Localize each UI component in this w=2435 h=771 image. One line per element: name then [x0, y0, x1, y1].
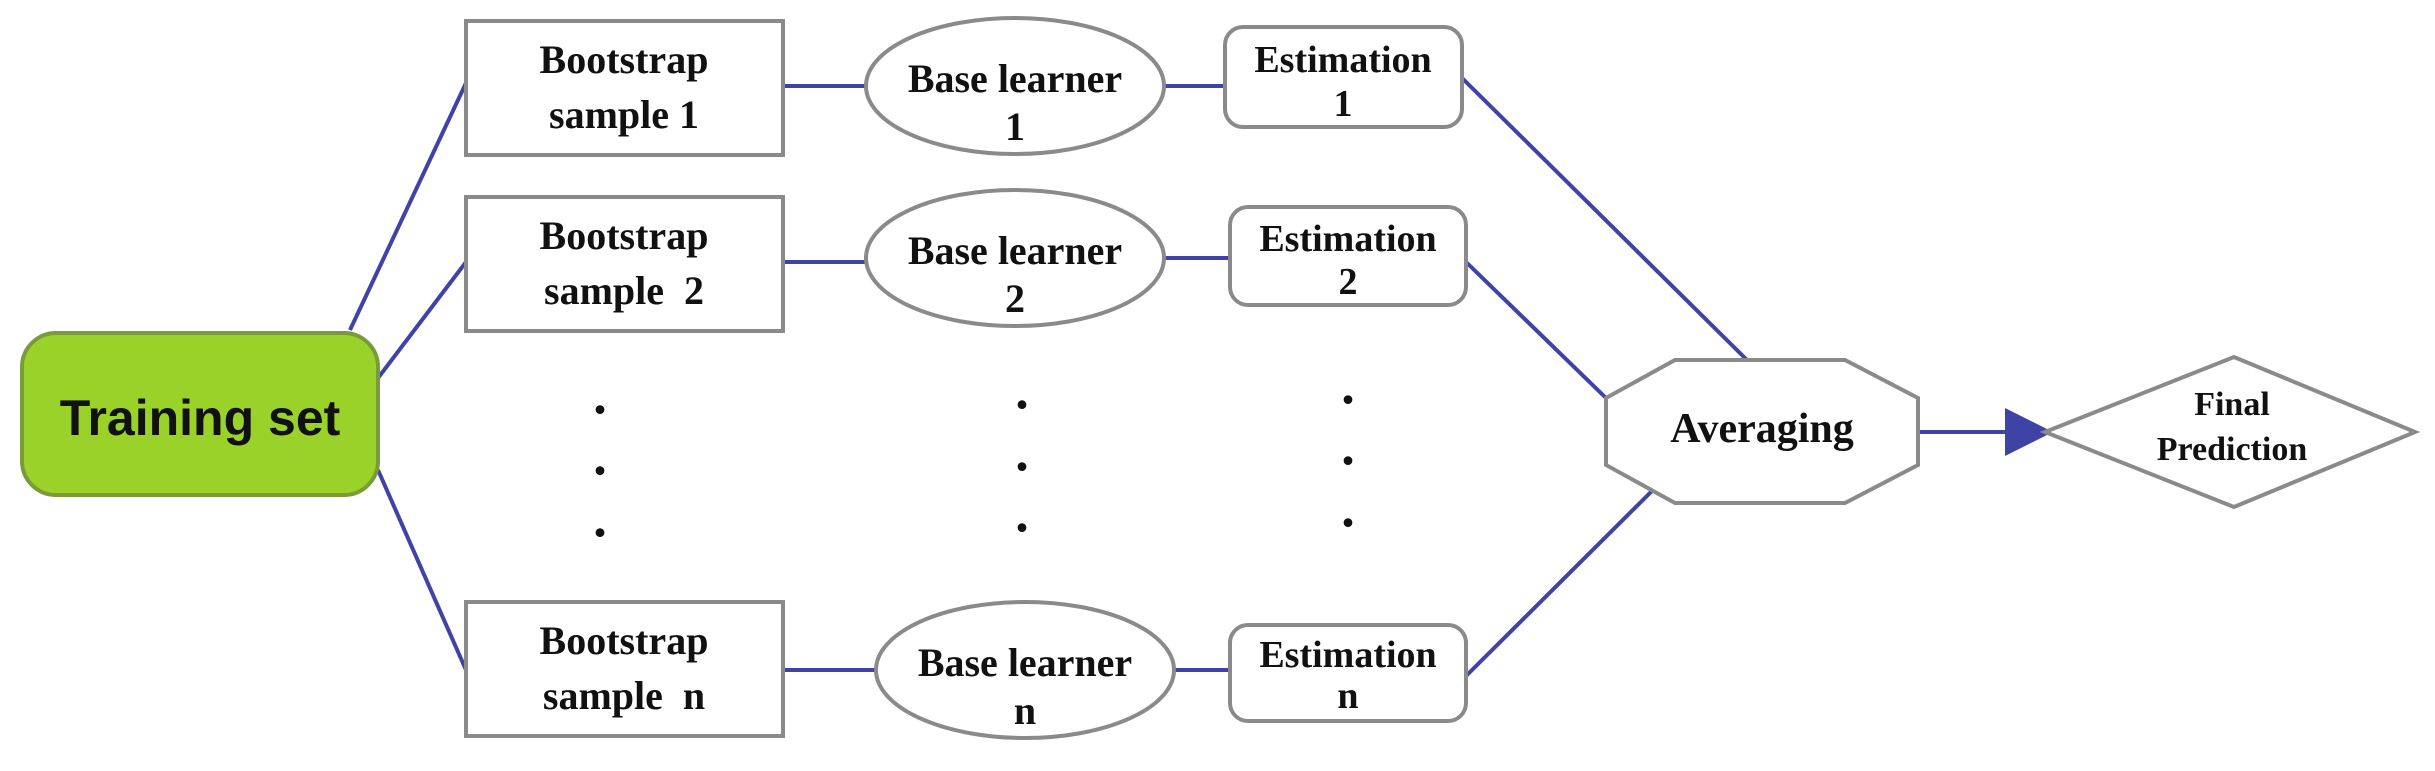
estimation-n: Estimation n: [1228, 623, 1468, 723]
bootstrap-sample-2-line2: sample 2: [544, 268, 704, 313]
bootstrap-sample-1: Bootstrap sample 1: [464, 19, 785, 157]
base-learner-1-line1: Base learner: [908, 56, 1122, 101]
base-learner-2-ellipse: [864, 188, 1166, 328]
ellipsis-dot: .: [1341, 355, 1355, 415]
bootstrap-sample-1-box: [464, 19, 785, 157]
estimation-2-line1: Estimation: [1259, 218, 1436, 260]
base-learner-n-line1: Base learner: [918, 640, 1132, 685]
connector-estimation-1-averaging: [1460, 76, 1752, 365]
connector-estimation-n-averaging: [1464, 476, 1667, 678]
estimation-1: Estimation 1: [1223, 25, 1464, 129]
bootstrap-sample-2: Bootstrap sample 2: [464, 195, 785, 333]
ellipsis-dot: .: [1015, 422, 1029, 482]
bootstrap-sample-n-box: [464, 600, 785, 738]
base-learner-n: Base learner n: [874, 600, 1176, 740]
connector-training-sample-2: [376, 260, 468, 380]
connectors: [348, 76, 2053, 678]
base-learner-2: Base learner 2: [864, 188, 1166, 328]
averaging-node: Averaging: [1604, 358, 1920, 505]
ellipsis-dot: .: [593, 426, 607, 486]
ellipsis-dot: .: [1341, 416, 1355, 476]
final-prediction-diamond: [2039, 354, 2421, 510]
ellipsis-dot: .: [593, 488, 607, 548]
estimation-2-line2: 2: [1339, 261, 1358, 303]
final-prediction-line1: Final: [2194, 386, 2270, 423]
bootstrap-sample-n: Bootstrap sample n: [464, 600, 785, 738]
bootstrap-sample-n-line2: sample n: [543, 673, 705, 718]
base-learner-1: Base learner 1: [864, 16, 1166, 156]
bootstrap-sample-2-line1: Bootstrap: [540, 213, 709, 258]
averaging-hexagon: [1604, 358, 1920, 505]
connector-training-sample-n: [376, 469, 468, 671]
training-set-node: Training set: [20, 331, 380, 497]
final-prediction-line2: Prediction: [2157, 431, 2308, 468]
training-set-label: Training set: [60, 390, 341, 446]
final-prediction-node: Final Prediction: [2039, 354, 2421, 510]
base-learner-1-line2: 1: [1005, 104, 1025, 149]
base-learner-n-ellipse: [874, 600, 1176, 740]
estimation-1-box: [1223, 25, 1464, 129]
estimation-2: Estimation 2: [1228, 205, 1468, 307]
base-learner-2-line1: Base learner: [908, 228, 1122, 273]
bootstrap-sample-2-box: [464, 195, 785, 333]
connector-estimation-2-averaging: [1464, 260, 1608, 400]
ellipsis-samples: . . .: [593, 365, 607, 548]
estimation-n-line2: n: [1337, 675, 1358, 717]
connector-training-sample-1: [348, 82, 468, 331]
averaging-label: Averaging: [1670, 406, 1854, 452]
base-learner-n-line2: n: [1014, 688, 1036, 733]
ellipsis-dot: .: [1015, 483, 1029, 543]
base-learner-1-ellipse: [864, 16, 1166, 156]
ellipsis-dot: .: [1341, 478, 1355, 538]
estimation-n-box: [1228, 623, 1468, 723]
bootstrap-sample-1-line1: Bootstrap: [540, 37, 709, 82]
ellipsis-estimations: . . .: [1341, 355, 1355, 538]
base-learner-2-line2: 2: [1005, 276, 1025, 321]
training-set-box: [20, 331, 380, 497]
ellipsis-dot: .: [593, 365, 607, 425]
estimation-1-line2: 1: [1334, 83, 1353, 125]
ellipsis-dot: .: [1015, 360, 1029, 420]
estimation-1-line1: Estimation: [1254, 39, 1431, 81]
bootstrap-sample-n-line1: Bootstrap: [540, 618, 709, 663]
estimation-2-box: [1228, 205, 1468, 307]
bootstrap-sample-1-line2: sample 1: [549, 92, 699, 137]
ellipsis-learners: . . .: [1015, 360, 1029, 543]
estimation-n-line1: Estimation: [1259, 634, 1436, 676]
